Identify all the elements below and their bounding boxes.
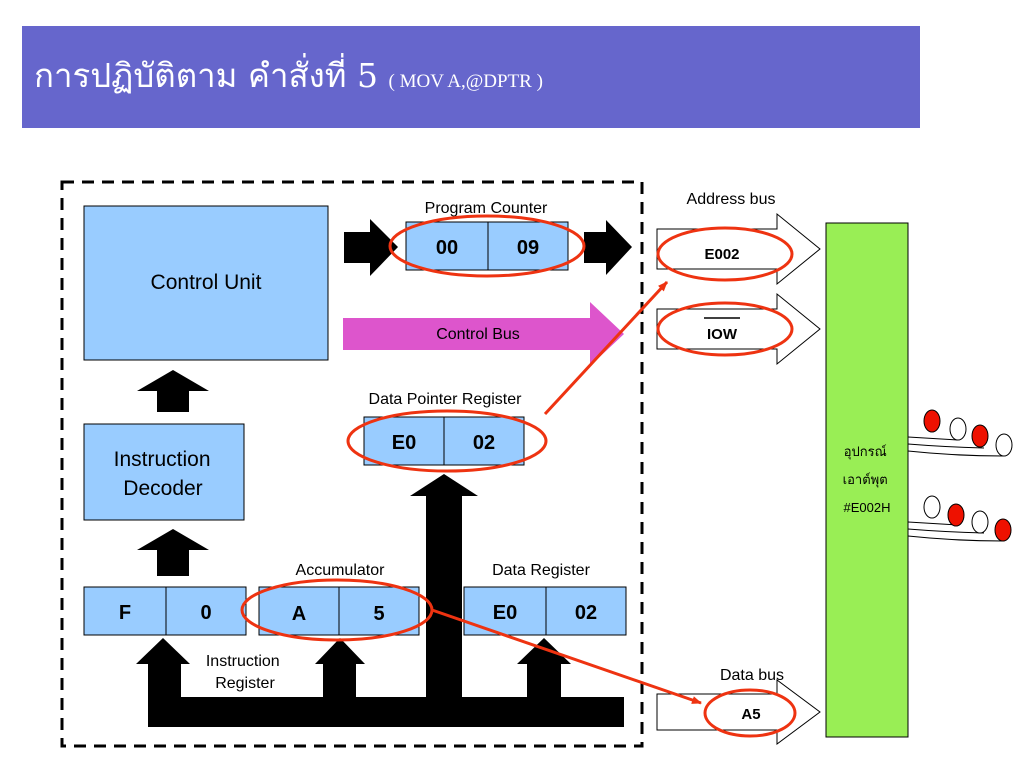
dr-low-cell [545, 586, 627, 636]
led-unlit [923, 495, 941, 519]
dptr-label: Data Pointer Register [369, 391, 523, 408]
title-main: การปฏิบัติตาม คำสั่งที่ 5 [34, 56, 389, 95]
title-bar: การปฏิบัติตาม คำสั่งที่ 5 ( MOV A,@DPTR … [22, 26, 920, 128]
internal-data-bus [148, 697, 624, 727]
bus-to-acc-arrow [315, 638, 365, 700]
address-highlight-ellipse [656, 226, 794, 282]
data-bus-value: A5 [741, 706, 760, 723]
pc-low-value: 09 [517, 237, 539, 259]
ir-label: Instruction Register [206, 653, 284, 692]
led-unlit [949, 417, 967, 441]
control-bus-arrow [343, 302, 624, 366]
pc-high-value: 00 [436, 237, 458, 259]
control-unit-box [83, 205, 329, 361]
acc-high-cell [258, 586, 340, 636]
ir-to-decoder-arrow [137, 529, 209, 576]
ir-low-cell [165, 586, 247, 636]
data-register-label: Data Register [492, 562, 590, 579]
slide-title: การปฏิบัติตาม คำสั่งที่ 5 ( MOV A,@DPTR … [34, 56, 543, 102]
data-highlight-ellipse [703, 688, 797, 738]
ir-low-value: 0 [200, 602, 211, 624]
led-lit [994, 518, 1012, 542]
device-label: อุปกรณ์ เอาต์พุต #E002H [843, 444, 892, 515]
pc-low-cell [487, 221, 569, 271]
dptr-low-cell [443, 416, 525, 466]
control-unit-label: Control Unit [151, 271, 262, 294]
bus-to-ir-arrow [136, 638, 190, 700]
led-group-bottom [907, 495, 1012, 542]
address-bus-label: Address bus [687, 191, 776, 208]
led-lit [947, 503, 965, 527]
program-counter-label: Program Counter [425, 200, 548, 217]
led-lit [923, 409, 941, 433]
acc-high-value: A [292, 603, 306, 625]
pc-highlight-ellipse [388, 214, 586, 278]
led-unlit [971, 510, 989, 534]
led-unlit [995, 433, 1013, 457]
accumulator-label: Accumulator [296, 562, 386, 579]
iow-bus-arrow [656, 292, 821, 366]
led-lit [971, 424, 989, 448]
dr-low-value: 02 [575, 602, 597, 624]
control-bus-label: Control Bus [436, 326, 520, 343]
dptr-high-cell [363, 416, 445, 466]
bus-to-dptr-arrow [410, 474, 478, 700]
instruction-decoder-label: Instruction Decoder [114, 448, 217, 500]
pc-input-arrow [344, 219, 398, 276]
acc-low-cell [338, 586, 420, 636]
address-bus-value: E002 [704, 246, 739, 263]
dr-high-value: E0 [493, 602, 517, 624]
iow-highlight-ellipse [656, 301, 794, 357]
ir-high-value: F [119, 602, 131, 624]
cpu-boundary [60, 180, 644, 748]
dptr-to-address-arrow [543, 280, 669, 416]
pc-output-arrow [584, 220, 632, 275]
output-device-box [825, 222, 909, 738]
dptr-highlight-ellipse [346, 409, 548, 473]
title-instruction: ( MOV A,@DPTR ) [388, 71, 543, 92]
dptr-high-value: E0 [392, 432, 416, 454]
dptr-low-value: 02 [473, 432, 495, 454]
acc-to-data-arrow [431, 608, 702, 705]
iow-label: IOW [707, 326, 738, 343]
instruction-decoder-box [83, 423, 245, 521]
data-bus-label: Data bus [720, 667, 784, 684]
led-group-top [907, 409, 1013, 457]
acc-low-value: 5 [373, 603, 384, 625]
decoder-to-control-arrow [137, 370, 209, 412]
